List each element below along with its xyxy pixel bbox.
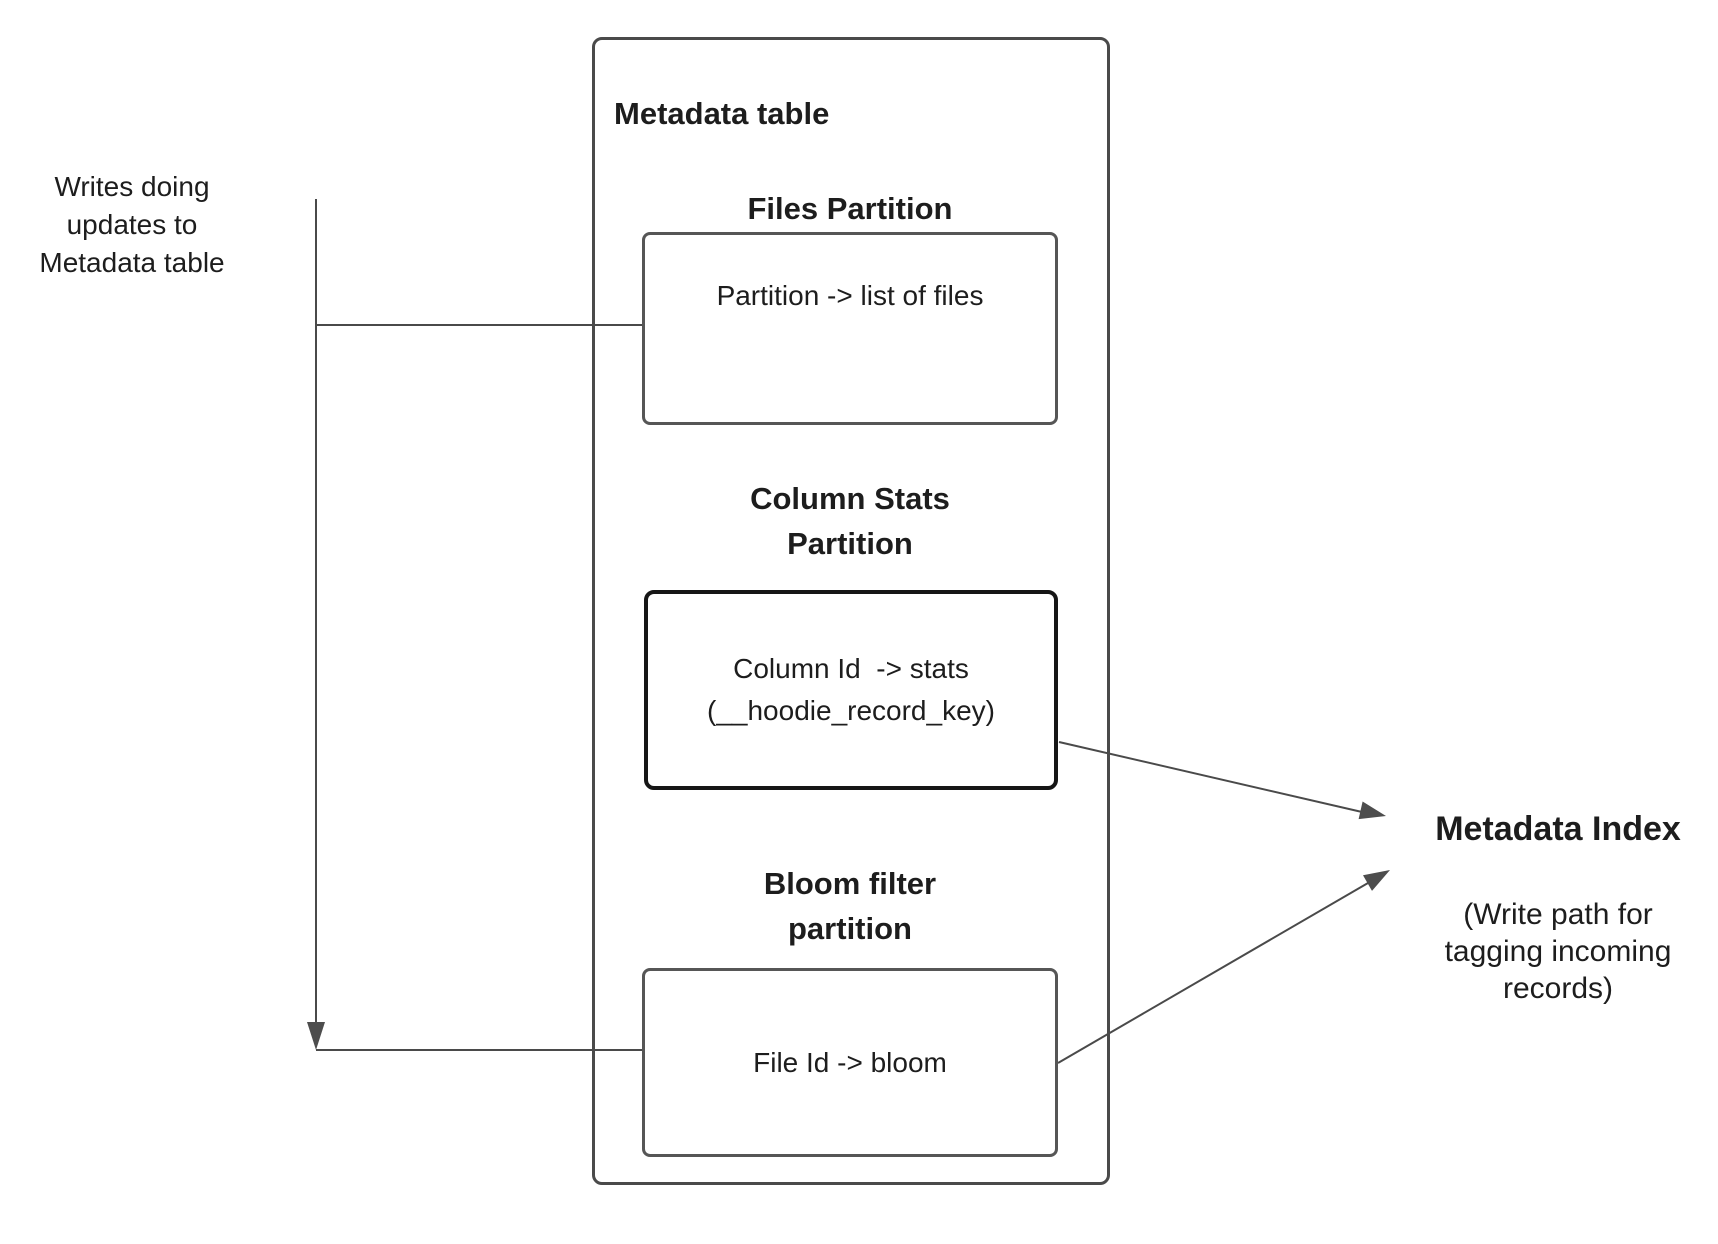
column-stats-partition-label: Column Id -> stats (__hoodie_record_key): [707, 653, 995, 726]
files-partition-label: Partition -> list of files: [716, 280, 984, 311]
metadata-table-title: Metadata table: [614, 96, 830, 131]
metadata-table-box: [592, 37, 1110, 1185]
bloom-filter-partition-box: File Id -> bloom: [642, 968, 1058, 1157]
bloom-filter-partition-label: File Id -> bloom: [753, 1046, 947, 1078]
files-partition-box: Partition -> list of files: [642, 232, 1058, 425]
metadata-index-title: Metadata Index: [1435, 810, 1681, 848]
column-stats-partition-heading: Column Stats Partition: [750, 481, 950, 561]
bloom-filter-partition-heading: Bloom filter partition: [763, 866, 937, 946]
metadata-index-subtitle: (Write path for tagging incoming records…: [1444, 898, 1672, 1005]
files-partition-heading: Files Partition: [747, 191, 953, 226]
arrowhead-up-right-icon: [1363, 870, 1390, 891]
arrowhead-down-icon: [307, 1022, 325, 1050]
arrowhead-right-icon: [1358, 801, 1386, 820]
writes-updates-note: Writes doing updates to Metadata table: [39, 171, 225, 278]
column-stats-partition-box: Column Id -> stats (__hoodie_record_key): [644, 590, 1058, 790]
